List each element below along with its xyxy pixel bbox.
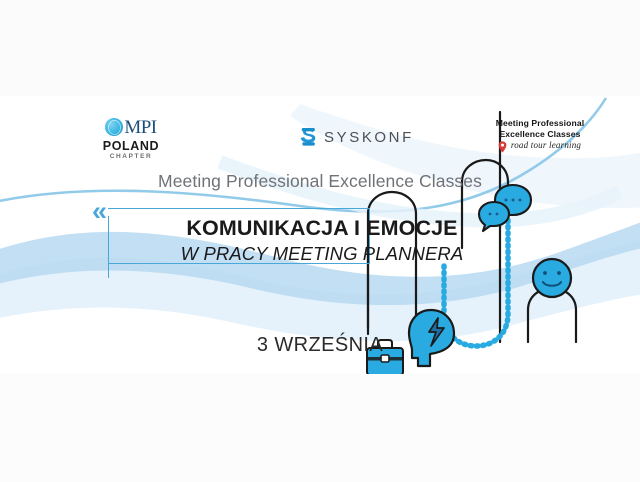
syskonf-logo: SYSKONF	[300, 128, 414, 146]
mpec-tagline: road tour learning	[510, 140, 582, 151]
location-pin-icon	[498, 141, 507, 154]
headline-bracket-left-rule	[108, 216, 109, 278]
mpi-poland-label: POLAND	[102, 139, 160, 153]
pale-swoosh-band	[217, 155, 624, 228]
globe-icon	[105, 118, 124, 136]
mpec-line-2: Excellence Classes	[499, 128, 581, 139]
mpi-chapter-label: CHAPTER	[109, 153, 153, 161]
event-date: 3 WRZEŚNIA	[256, 334, 384, 356]
headline-bracket-frame	[108, 208, 370, 264]
syskonf-s-mark-icon	[300, 128, 316, 146]
mpi-letters: MPI	[124, 116, 157, 138]
poster-main-canvas	[0, 96, 640, 374]
background-waves	[0, 97, 640, 342]
briefcase-icon	[366, 339, 404, 374]
eyebrow-heading: Meeting Professional Excellence Classes	[158, 171, 482, 191]
head-lightning-icon	[407, 308, 456, 368]
wave-shape-upper-right	[290, 104, 640, 209]
syskonf-wordmark: SYSKONF	[324, 128, 414, 146]
page-subtitle: W PRACY MEETING PLANNERA	[180, 243, 464, 264]
mpi-poland-chapter-logo: MPI POLAND CHAPTER	[88, 116, 174, 161]
mpec-road-tour-logo: Meeting Professional Excellence Classes …	[480, 118, 600, 154]
background-band-bottom	[0, 374, 640, 482]
page-title: KOMUNIKACJA I EMOCJE	[186, 216, 458, 240]
smiley-face-icon	[531, 257, 573, 299]
mpec-line-1: Meeting Professional	[495, 118, 585, 128]
mpi-logo-top-row: MPI	[88, 116, 174, 138]
mpec-tagline-row: road tour learning	[480, 140, 600, 154]
illustration-group	[366, 110, 578, 374]
speech-bubble-small-icon	[477, 200, 511, 233]
quote-mark-icon: «	[92, 196, 107, 226]
wave-shape-main	[0, 222, 640, 306]
background-band-top	[0, 0, 640, 96]
